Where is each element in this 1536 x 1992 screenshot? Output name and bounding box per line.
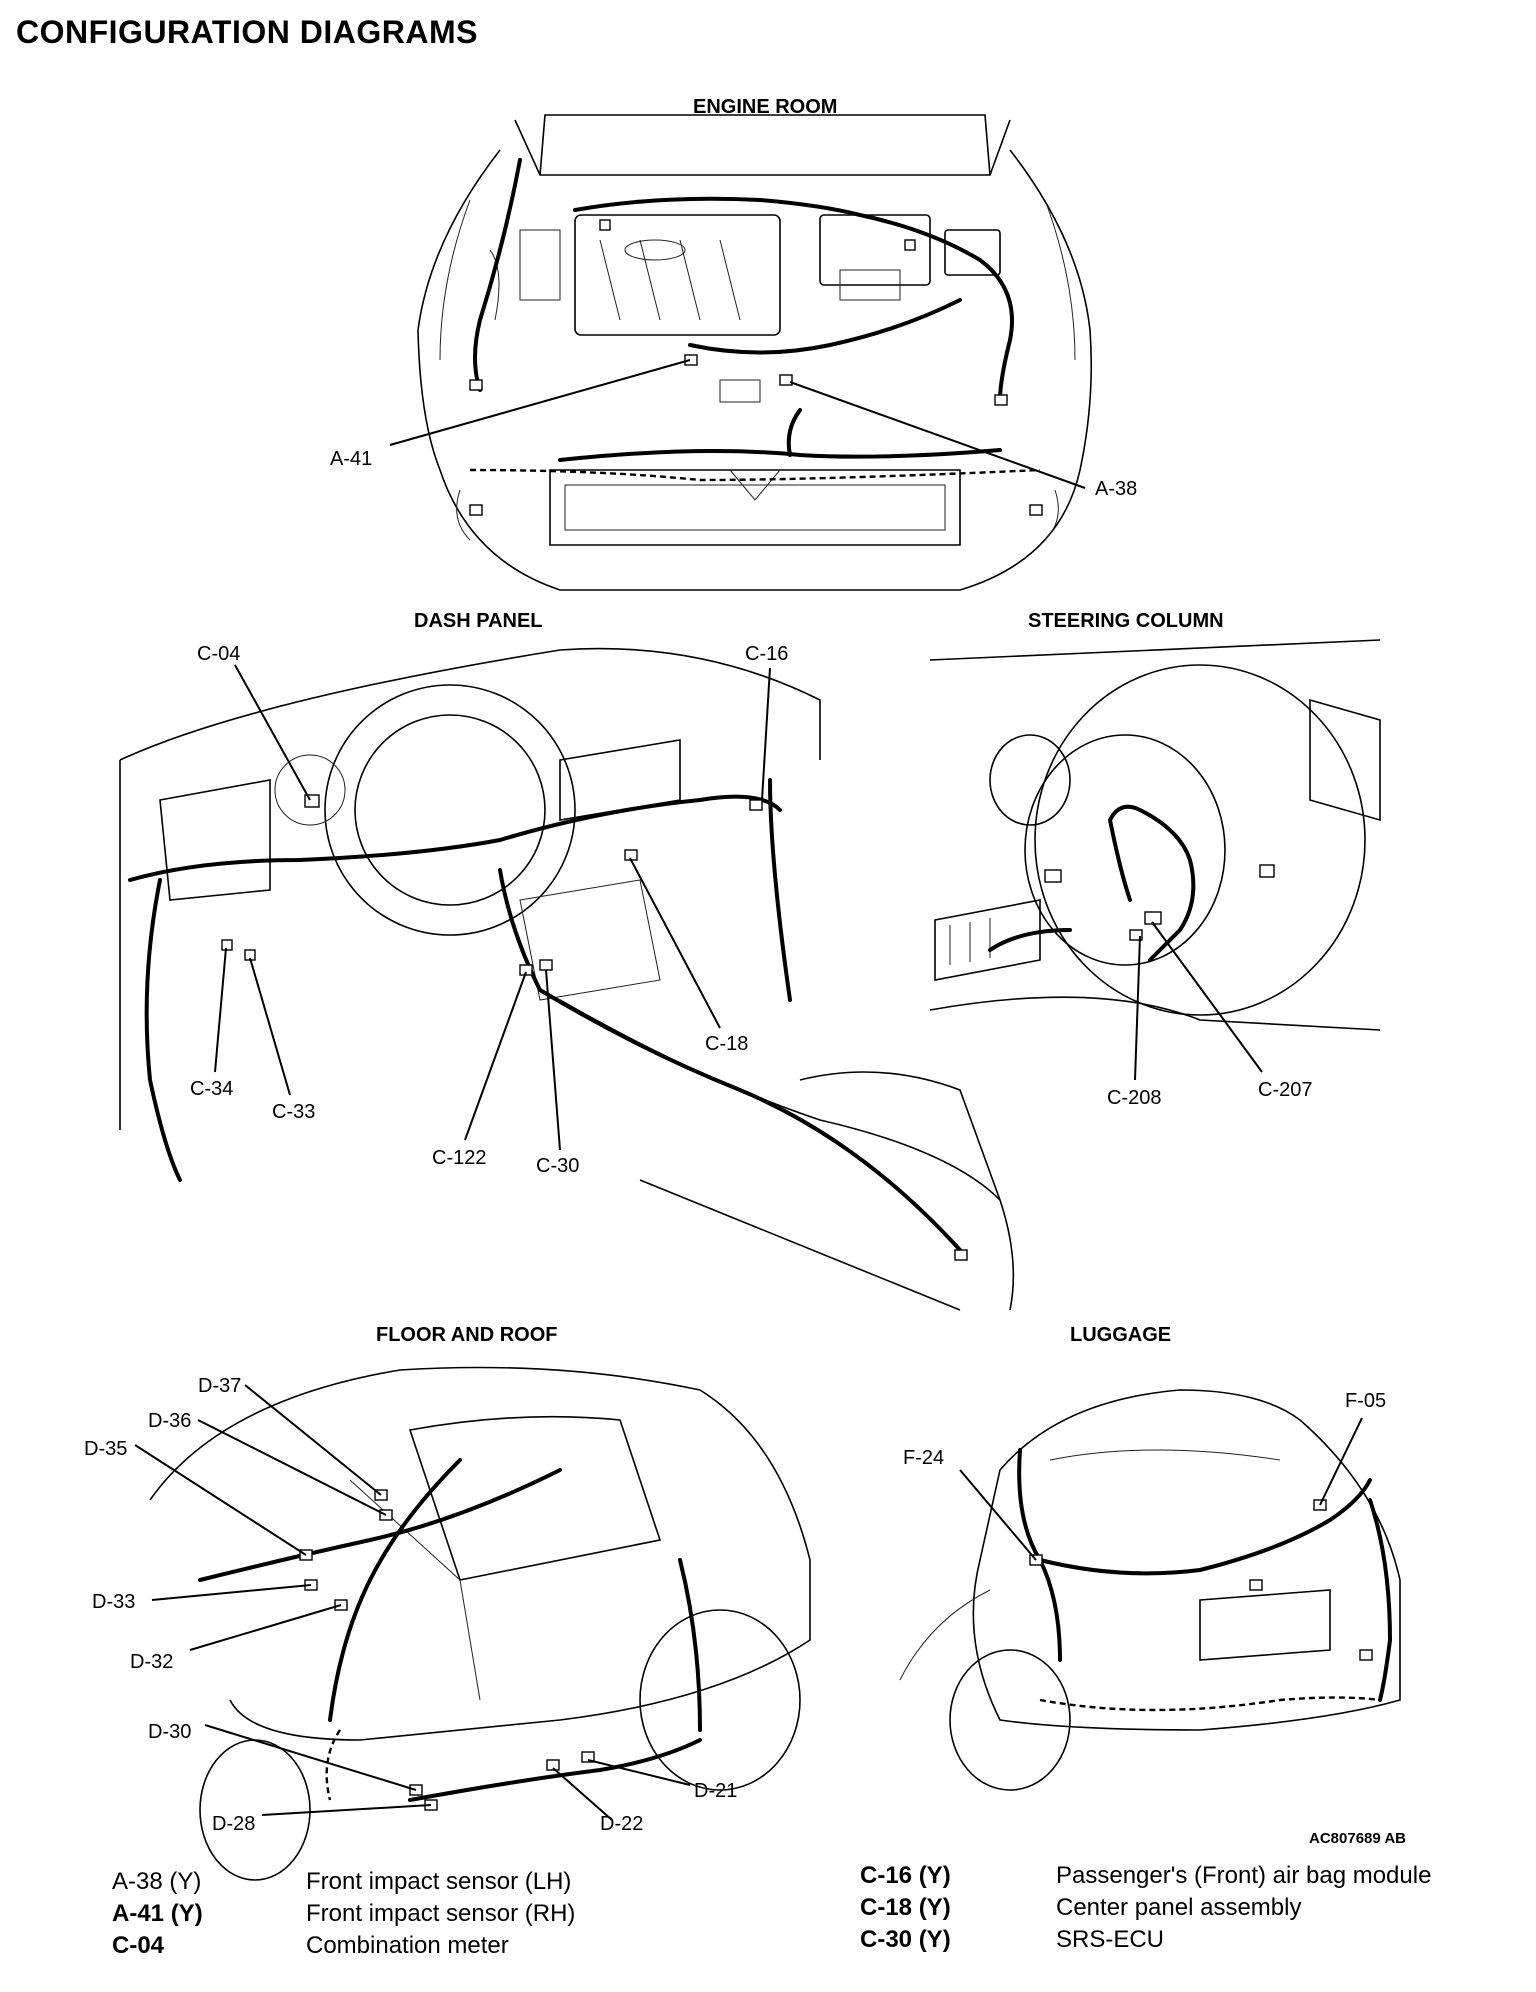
legend-row: A-41 (Y) Front impact sensor (RH)	[112, 1898, 575, 1930]
legend-left: A-38 (Y) Front impact sensor (LH) A-41 (Y…	[112, 1866, 575, 1962]
callout-c-207: C-207	[1258, 1079, 1312, 1101]
page-title: CONFIGURATION DIAGRAMS	[16, 14, 478, 50]
legend-code: C-04	[112, 1932, 165, 1959]
callout-d-37: D-37	[198, 1375, 241, 1397]
legend-code: A-41 (Y)	[112, 1900, 203, 1927]
image-id: AC807689 AB	[1309, 1830, 1406, 1847]
callout-c-30: C-30	[536, 1155, 579, 1177]
section-title-floor-and-roof: FLOOR AND ROOF	[376, 1324, 558, 1346]
callout-c-208: C-208	[1107, 1087, 1161, 1109]
section-title-steering-column: STEERING COLUMN	[1028, 610, 1224, 632]
callout-c-18: C-18	[705, 1033, 748, 1055]
legend-code: C-16 (Y)	[860, 1862, 951, 1889]
legend-code: C-18 (Y)	[860, 1894, 951, 1921]
callout-d-33: D-33	[92, 1591, 135, 1613]
callout-a-41: A-41	[330, 448, 372, 470]
callout-d-22: D-22	[600, 1813, 643, 1835]
legend-row: C-16 (Y) Passenger's (Front) air bag modu…	[860, 1860, 1431, 1892]
legend-desc: SRS-ECU	[1056, 1926, 1165, 1953]
legend-row: C-30 (Y) SRS-ECU	[860, 1924, 1431, 1956]
callout-d-30: D-30	[148, 1721, 191, 1743]
legend-desc: Front impact sensor (LH)	[306, 1868, 572, 1895]
legend-desc: Passenger's (Front) air bag module	[1056, 1862, 1432, 1889]
legend-desc: Center panel assembly	[1056, 1894, 1302, 1921]
legend-row: C-18 (Y) Center panel assembly	[860, 1892, 1431, 1924]
floor-and-roof-illustration	[134, 1366, 811, 1881]
legend-desc: Combination meter	[306, 1932, 509, 1959]
section-title-luggage: LUGGAGE	[1070, 1324, 1172, 1346]
callout-d-21: D-21	[694, 1780, 737, 1802]
engine-room-illustration	[389, 114, 1093, 591]
callout-c-122: C-122	[432, 1147, 486, 1169]
legend-row: C-04 Combination meter	[112, 1930, 575, 1962]
callout-f-05: F-05	[1345, 1390, 1386, 1412]
dash-panel-illustration	[119, 647, 1015, 1311]
legend-row: A-38 (Y) Front impact sensor (LH)	[112, 1866, 575, 1898]
callout-d-35: D-35	[84, 1438, 127, 1460]
legend-code: C-30 (Y)	[860, 1926, 951, 1953]
callout-f-24: F-24	[903, 1447, 944, 1469]
callout-d-32: D-32	[130, 1651, 173, 1673]
section-title-dash-panel: DASH PANEL	[414, 610, 543, 632]
callout-c-16: C-16	[745, 643, 788, 665]
callout-a-38: A-38	[1095, 478, 1137, 500]
callout-d-36: D-36	[148, 1410, 191, 1432]
luggage-illustration	[899, 1389, 1401, 1791]
section-title-engine-room: ENGINE ROOM	[693, 96, 838, 118]
legend-right: C-16 (Y) Passenger's (Front) air bag modu…	[860, 1860, 1431, 1956]
callout-c-34: C-34	[190, 1078, 233, 1100]
steering-column-illustration	[929, 639, 1381, 1081]
callout-c-33: C-33	[272, 1101, 315, 1123]
legend-desc: Front impact sensor (RH)	[306, 1900, 576, 1927]
callout-d-28: D-28	[212, 1813, 255, 1835]
callout-c-04: C-04	[197, 643, 240, 665]
legend-code: A-38 (Y)	[112, 1868, 202, 1895]
